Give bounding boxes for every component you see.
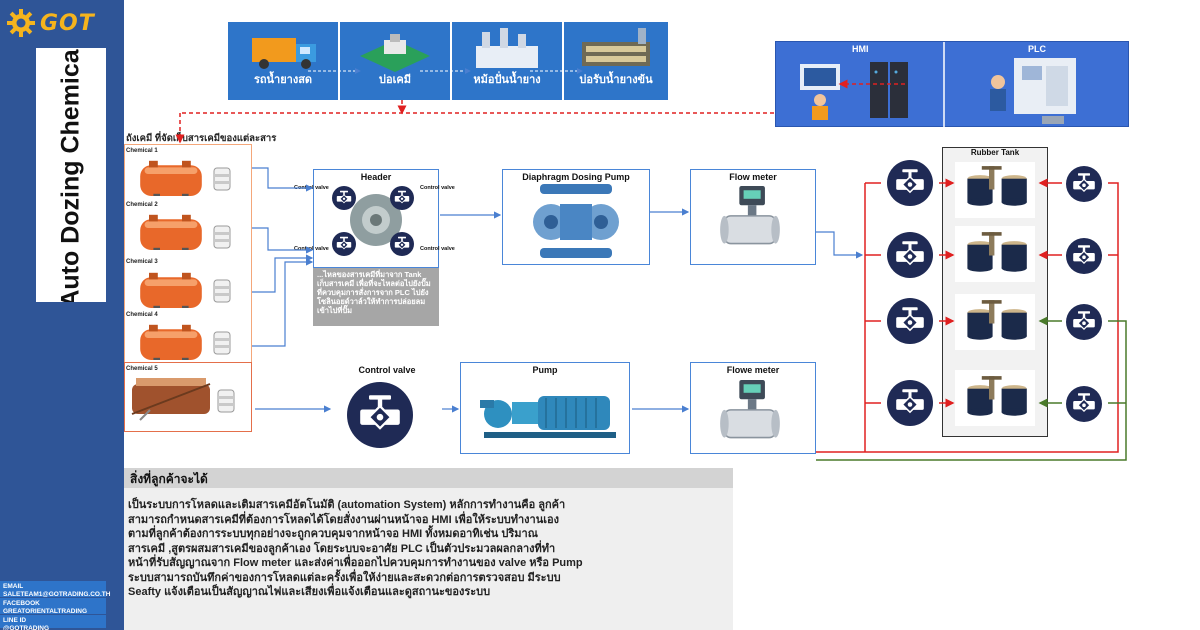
valve-icon (332, 186, 356, 210)
flow-step-centrifuge: หม้อปั่นน้ำยาง (452, 22, 562, 100)
operator-icon (800, 64, 840, 120)
benefits-line: สามารถกำหนดสารเคมีที่ต้องการโหลดได้โดยสั… (128, 513, 559, 526)
flow-step-label: บ่อรับน้ำยางข้น (579, 74, 653, 86)
chemical-label: Chemical 4 (126, 312, 158, 318)
chemical-label: Chemical 3 (126, 259, 158, 265)
rubber-vat-icon (967, 300, 1027, 340)
flow-step-label: บ่อเคมี (379, 74, 411, 86)
benefits-line: หน้าที่รับสัญญาณจาก Flow meter และส่งค่า… (128, 557, 583, 569)
truck-icon (252, 38, 316, 69)
valve-icon (886, 380, 934, 426)
plc-cabinet-icon (990, 58, 1076, 124)
divider (450, 22, 452, 100)
header-title: Header (360, 172, 392, 182)
chemical-tank-icon (140, 160, 231, 360)
rubber-tank-title: Rubber Tank (970, 148, 1020, 157)
chemical-5-box: Chemical 5 (124, 362, 252, 432)
rubber-vat-icon (967, 166, 1027, 206)
sidebar: GOT Auto Dozing Chemical (0, 0, 124, 630)
valve-icon (886, 232, 934, 278)
chemical-label: Chemical 5 (126, 366, 158, 372)
flow-meter-icon (719, 186, 781, 245)
centrifuge-icon (476, 28, 538, 68)
chemical-5-tank-icon (131, 378, 235, 421)
lower-flow-meter-title: Flowe meter (726, 365, 780, 375)
benefits-line: ระบบสามารถบันทึกค่าของการโหลดแต่ละครั้งเ… (128, 571, 561, 584)
divider (338, 22, 340, 100)
plc-label: PLC (1028, 44, 1046, 54)
control-valve-icon (347, 382, 413, 448)
control-valve-label: Control valve (420, 246, 455, 252)
hmi-label: HMI (852, 44, 869, 54)
latex-pond-icon (582, 28, 650, 66)
valve-icon (1065, 166, 1103, 202)
header-manifold-icon (350, 194, 402, 246)
chemical-pond-icon (360, 34, 430, 72)
benefits-panel: เป็นระบบการโหลดและเติมสารเคมีอัตโนมัติ (… (124, 488, 733, 630)
logo-text: GOT (40, 10, 95, 36)
gear-icon (7, 9, 35, 37)
benefits-line: Seafty แจ้งเตือนเป็นสัญญาณไฟและเสียงเพื่… (128, 586, 491, 598)
chemical-tank-caption: ถังเคมี ที่จัดเก็บสารเคมีของแต่ละสาร (126, 133, 277, 144)
title-box: Auto Dozing Chemical (36, 48, 106, 302)
chemical-label: Chemical 2 (126, 202, 158, 208)
flow-step-label: รถน้ำยางสด (253, 74, 313, 86)
contact-line[interactable]: LINE ID @GOTRADING (0, 615, 106, 630)
valve-icon (390, 186, 414, 210)
hmi-plc-panel: HMI PLC (775, 41, 1129, 128)
chemical-label: Chemical 1 (126, 148, 158, 154)
flow-step-latex-pond: บ่อรับน้ำยางข้น (564, 22, 668, 100)
flow-meter-title: Flow meter (729, 172, 777, 182)
company-logo[interactable]: GOT (6, 6, 118, 40)
benefits-line: เป็นระบบการโหลดและเติมสารเคมีอัตโนมัติ (… (128, 499, 566, 511)
flow-step-truck: รถน้ำยางสด (228, 22, 338, 100)
header-description: ...ไหลของสารเคมีที่มาจาก Tank เก็บสารเคม… (313, 268, 439, 326)
valve-icon (886, 298, 934, 344)
valve-icon (1065, 238, 1103, 274)
valve-icon (332, 232, 356, 256)
rubber-vat-icon (967, 376, 1027, 416)
divider (562, 22, 564, 100)
hmi-plc-illustration (800, 42, 1076, 128)
benefits-heading: สิ่งที่ลูกค้าจะได้ (124, 468, 733, 488)
benefits-line: ตามที่ลูกค้าต้องการระบบทุกอย่างจะถูกควบค… (128, 528, 538, 540)
diaphragm-pump-icon (533, 184, 619, 258)
process-flow-bar: รถน้ำยางสด บ่อเคมี หม้อปั่นน้ำยาง บ่อรับ… (228, 22, 668, 100)
control-valve-label: Control valve (420, 185, 455, 191)
rubber-vat-icon (967, 232, 1027, 272)
valve-icon (390, 232, 414, 256)
valve-icon (886, 160, 934, 206)
diaphragm-pump-title: Diaphragm Dosing Pump (522, 172, 630, 182)
flow-step-chemical-pond: บ่อเคมี (340, 22, 450, 100)
lower-control-valve-title: Control valve (358, 365, 416, 375)
pump-title: Pump (532, 365, 558, 375)
flow-step-label: หม้อปั่นน้ำยาง (473, 74, 541, 86)
pump-icon (480, 396, 616, 438)
server-rack-icon (870, 62, 908, 118)
valve-icon (1065, 304, 1103, 340)
flow-meter-icon (719, 380, 781, 439)
contact-facebook[interactable]: FACEBOOK GREATORIENTALTRADING (0, 598, 106, 615)
contact-email[interactable]: EMAIL SALETEAM1@GOTRADING.CO.TH (0, 581, 110, 598)
benefits-line: สารเคมี ,สูตรผสมสารเคมีของลูกค้าเอง โดยร… (128, 542, 556, 555)
valve-icon (1065, 386, 1103, 422)
benefits-text: เป็นระบบการโหลดและเติมสารเคมีอัตโนมัติ (… (128, 498, 728, 600)
